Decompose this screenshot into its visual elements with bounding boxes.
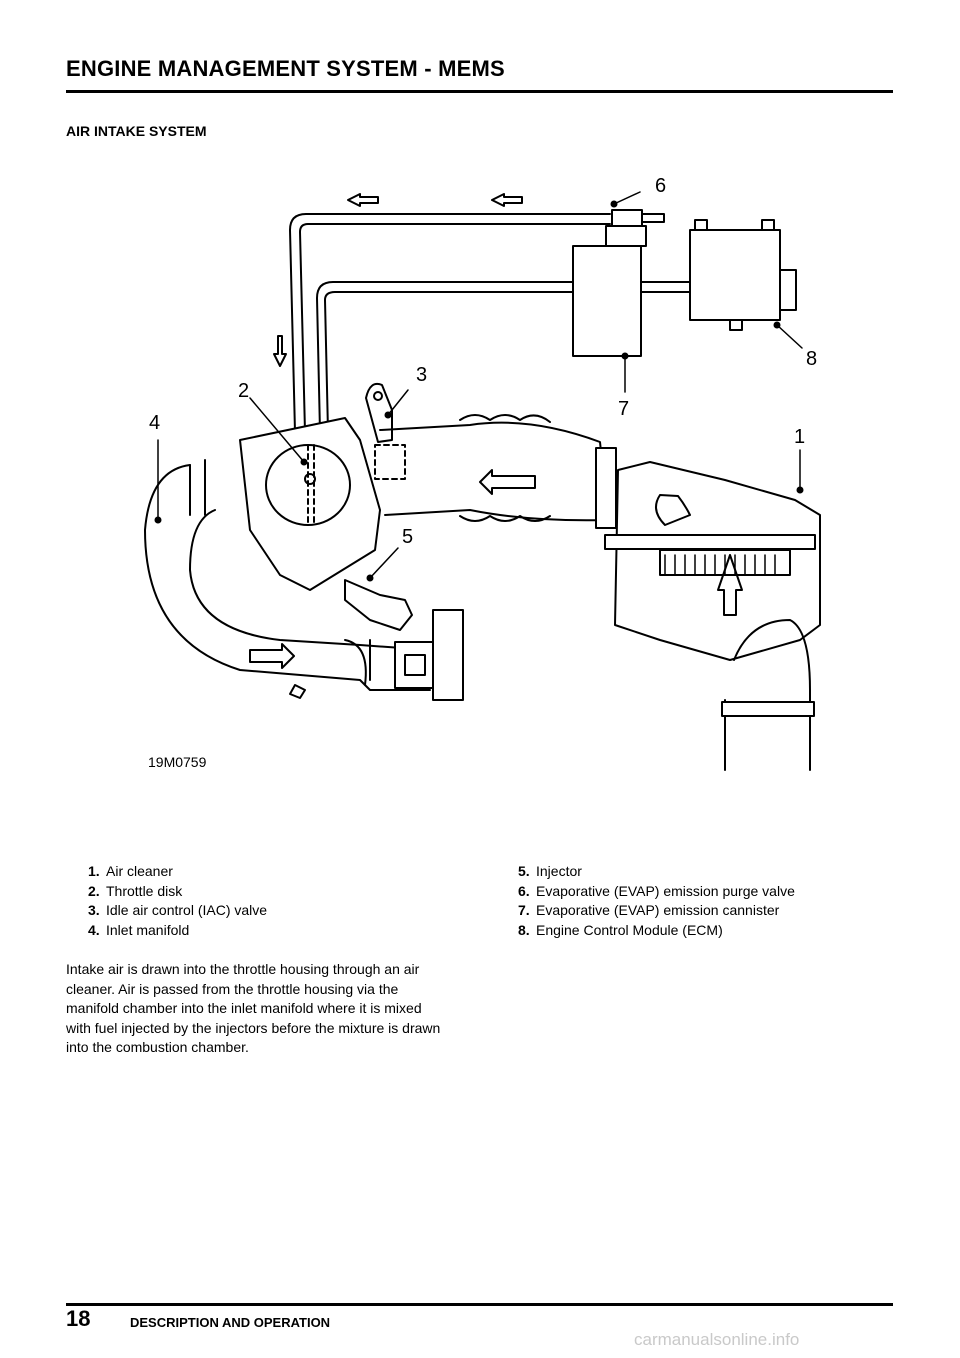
- legend-text: Air cleaner: [106, 863, 173, 879]
- callout-3: 3: [416, 364, 428, 386]
- legend-number: 2.: [88, 882, 100, 899]
- outlet-duct: [721, 619, 815, 771]
- callout-2: 2: [238, 380, 250, 402]
- legend-item: 7. Evaporative (EVAP) emission cannister: [518, 901, 918, 921]
- legend-right: 5. Injector 6. Evaporative (EVAP) emissi…: [518, 862, 918, 940]
- inlet-manifold: [144, 459, 464, 701]
- legend-item: 5. Injector: [518, 862, 918, 882]
- legend-item: 8. Engine Control Module (ECM): [518, 921, 918, 941]
- iac-valve: [365, 382, 406, 480]
- header-rule: [66, 90, 893, 93]
- body-paragraph: Intake air is drawn into the throttle ho…: [66, 961, 441, 1055]
- legend-text: Engine Control Module (ECM): [536, 921, 723, 938]
- intake-hose: [379, 414, 617, 529]
- left-arrow-icon: [347, 193, 523, 207]
- ecm-pipe: [316, 281, 691, 433]
- legend-number: 4.: [88, 921, 100, 938]
- callout-8: 8: [806, 348, 818, 370]
- callout-6: 6: [655, 175, 667, 197]
- legend-left: 1. Air cleaner 2. Throttle disk 3. Idle …: [88, 862, 448, 940]
- purge-valve: [605, 200, 665, 247]
- page-number: 18: [66, 1306, 91, 1331]
- legend-text: Evaporative (EVAP) emission cannister: [536, 902, 780, 918]
- legend-item: 1. Air cleaner: [88, 862, 448, 882]
- injector: [344, 574, 413, 631]
- leader-lines: [157, 191, 803, 579]
- footer-section-title: DESCRIPTION AND OPERATION: [130, 1315, 331, 1330]
- legend-item: 2. Throttle disk: [88, 882, 448, 902]
- legend-item: 6. Evaporative (EVAP) emission purge val…: [518, 882, 918, 902]
- air-cleaner: [604, 461, 821, 661]
- callout-7: 7: [618, 398, 630, 420]
- footer-rule: [66, 1303, 893, 1306]
- throttle-housing: [239, 417, 381, 591]
- legend-text: Evaporative (EVAP) emission purge valve: [536, 882, 795, 899]
- legend-number: 8.: [518, 921, 530, 938]
- figure-reference: 19M0759: [148, 754, 207, 770]
- legend-text: Throttle disk: [106, 882, 183, 899]
- legend-text: Idle air control (IAC) valve: [106, 902, 268, 918]
- section-heading: AIR INTAKE SYSTEM: [66, 123, 207, 139]
- legend-number: 3.: [88, 902, 100, 918]
- down-arrow-icon: [273, 335, 287, 367]
- watermark: carmanualsonline.info: [634, 1330, 800, 1349]
- legend-number: 1.: [88, 863, 100, 879]
- page-header-title: ENGINE MANAGEMENT SYSTEM - MEMS: [66, 56, 505, 81]
- legend-item: 3. Idle air control (IAC) valve: [88, 901, 448, 921]
- legend-text: Injector: [536, 863, 582, 879]
- legend-number: 6.: [518, 882, 530, 899]
- callout-4: 4: [149, 412, 161, 434]
- callout-5: 5: [402, 526, 414, 548]
- purge-pipe: [289, 213, 611, 433]
- legend-number: 7.: [518, 902, 530, 918]
- evap-cannister: [572, 245, 642, 360]
- ecm-box: [689, 219, 797, 331]
- air-intake-diagram: 1 2 3 4 5 6 7 8 19M0759: [130, 170, 830, 780]
- legend-item: 4. Inlet manifold: [88, 921, 448, 941]
- callout-1: 1: [794, 426, 806, 448]
- legend-text: Inlet manifold: [106, 921, 190, 938]
- legend-number: 5.: [518, 863, 530, 879]
